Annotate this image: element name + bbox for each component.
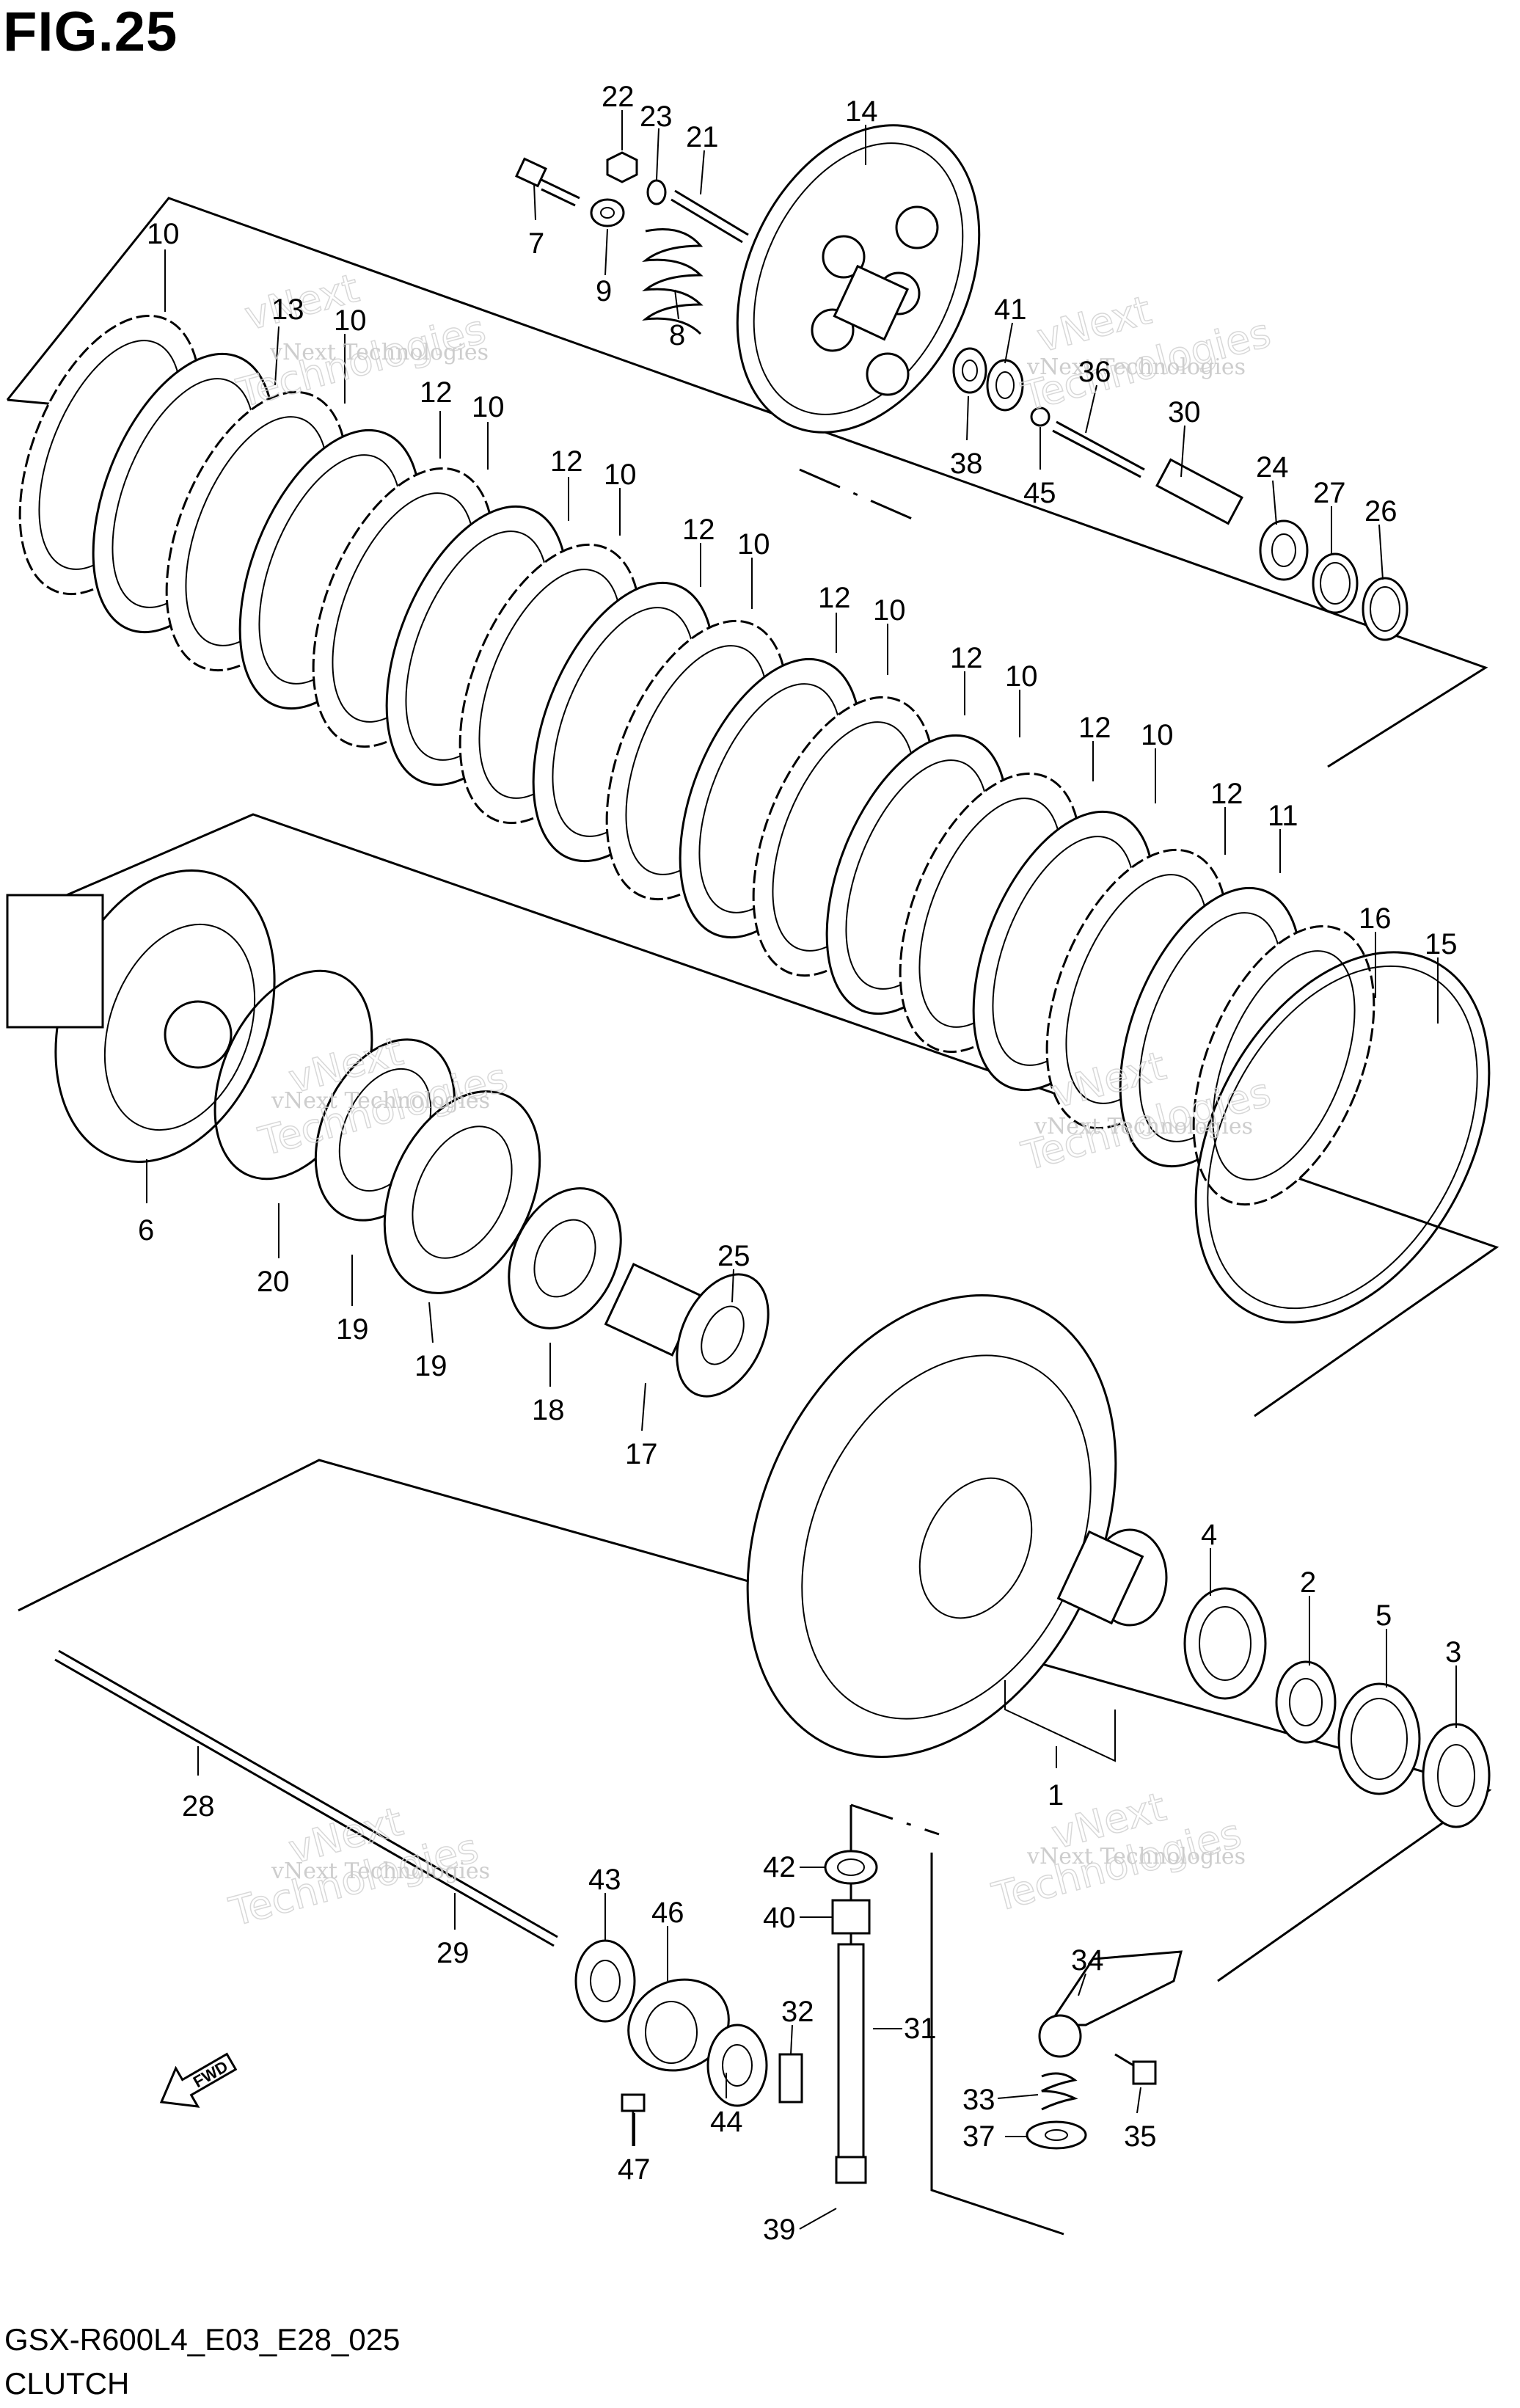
part-label-10f: 10	[873, 594, 906, 627]
part-label-28: 28	[182, 1790, 215, 1823]
part-label-19a: 19	[336, 1313, 369, 1346]
part-label-12a: 12	[420, 376, 453, 409]
part-label-42: 42	[763, 1851, 796, 1883]
part-label-36: 36	[1078, 356, 1111, 388]
part-label-10c: 10	[472, 391, 505, 423]
part-label-2: 2	[1300, 1566, 1316, 1599]
part-label-10h: 10	[1141, 719, 1174, 751]
part-label-14: 14	[845, 95, 878, 128]
part-label-39: 39	[763, 2214, 796, 2246]
part-label-45: 45	[1023, 477, 1056, 509]
part-label-6: 6	[138, 1214, 154, 1247]
watermark-text: vNext Technologies	[271, 1858, 490, 1884]
part-label-11: 11	[1268, 800, 1298, 832]
diagram-code: GSX-R600L4_E03_E28_025	[4, 2322, 401, 2357]
watermarks: vNext Technologies vNext Technologies vN…	[224, 264, 1276, 1935]
part-label-22: 22	[602, 81, 635, 113]
watermark-text: vNext Technologies	[269, 340, 489, 365]
part-label-46: 46	[651, 1897, 684, 1929]
fwd-arrow: FWD	[159, 2052, 238, 2108]
part-label-12d: 12	[818, 582, 851, 614]
part-label-38: 38	[950, 448, 983, 480]
part-label-16: 16	[1359, 902, 1392, 935]
watermark-text: vNext Technologies	[1034, 1114, 1253, 1139]
part-label-37: 37	[962, 2120, 995, 2153]
part-label-9: 9	[596, 275, 612, 307]
part-label-8: 8	[669, 319, 685, 351]
watermark-text: vNext Technologies	[271, 1088, 490, 1114]
part-label-35: 35	[1124, 2120, 1157, 2153]
part-label-43: 43	[588, 1864, 621, 1896]
part-label-3: 3	[1445, 1636, 1461, 1668]
part-label-10g: 10	[1005, 660, 1038, 693]
part-label-21: 21	[686, 121, 719, 153]
part-label-24: 24	[1256, 451, 1289, 484]
part-label-10b: 10	[334, 304, 367, 337]
part-label-12g: 12	[1210, 778, 1243, 810]
part-label-5: 5	[1375, 1599, 1392, 1632]
part-label-26: 26	[1364, 495, 1397, 528]
part-label-34: 34	[1071, 1944, 1104, 1977]
part-label-4: 4	[1201, 1519, 1217, 1551]
diagram-name: CLUTCH	[4, 2366, 130, 2401]
part-label-23: 23	[640, 101, 673, 133]
part-label-12c: 12	[682, 514, 715, 546]
part-label-13: 13	[271, 293, 304, 326]
part-label-33: 33	[962, 2084, 995, 2116]
pressure-plate	[736, 124, 981, 434]
part-label-12f: 12	[1078, 712, 1111, 744]
part-label-32: 32	[781, 1996, 814, 2028]
leader-lines	[146, 110, 1457, 2230]
bottom-row-parts	[54, 1294, 1491, 2184]
part-label-12b: 12	[550, 445, 583, 478]
part-label-29: 29	[436, 1937, 469, 1969]
part-labels: 10 13 10 12 10 12 10 12 10 12 10 12 10 1…	[138, 81, 1461, 2246]
part-label-44: 44	[710, 2106, 743, 2138]
part-label-18: 18	[532, 1394, 565, 1426]
clutch-plate-inner	[1212, 950, 1356, 1181]
part-label-47: 47	[618, 2153, 651, 2186]
part-label-30: 30	[1168, 396, 1201, 428]
part-label-10a: 10	[147, 218, 180, 250]
part-label-41: 41	[994, 293, 1027, 326]
part-label-17: 17	[625, 1438, 658, 1470]
part-label-25: 25	[717, 1240, 750, 1272]
middle-row-parts	[6, 869, 1491, 1398]
part-label-27: 27	[1313, 477, 1346, 509]
part-label-10d: 10	[604, 459, 637, 491]
part-label-20: 20	[257, 1266, 290, 1298]
part-label-19b: 19	[414, 1350, 447, 1382]
watermark-text: vNext Technologies	[1026, 1844, 1246, 1869]
clutch-plate	[1192, 924, 1375, 1206]
watermark-text: vNext Technologies	[1026, 354, 1246, 380]
clutch-plate-stack	[18, 314, 1375, 1206]
part-label-40: 40	[763, 1902, 796, 1934]
assembly-frames	[6, 197, 1499, 2236]
part-label-1: 1	[1048, 1779, 1064, 1812]
part-label-10e: 10	[737, 528, 770, 561]
figure-title: FIG.25	[3, 1, 178, 63]
part-label-7: 7	[528, 227, 544, 260]
top-hardware	[515, 151, 1408, 641]
part-label-15: 15	[1425, 928, 1458, 960]
part-label-12e: 12	[950, 642, 983, 674]
part-label-31: 31	[904, 2013, 937, 2045]
